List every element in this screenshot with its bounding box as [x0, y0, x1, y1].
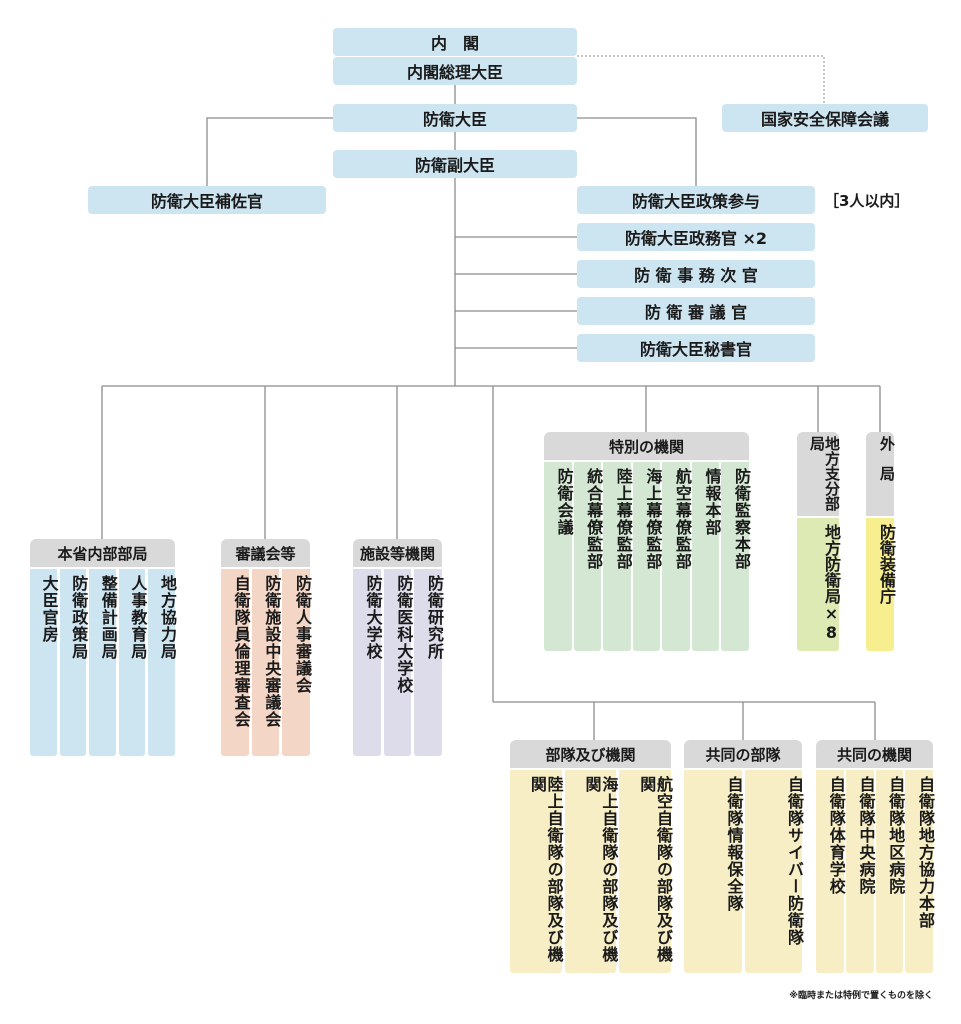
internal-bureau-item: 地方協力局	[148, 569, 177, 756]
admin-vice-box: 防 衛 事 務 次 官	[577, 260, 815, 288]
joint-org-item: 自衛隊体育学校	[816, 770, 846, 973]
special-organ-item: 海上幕僚監部	[632, 462, 662, 651]
secretary-box: 防衛大臣秘書官	[577, 334, 815, 362]
unit-item: 陸上自衛隊の部隊及び機関	[510, 770, 564, 973]
regional-defense-bureau: 地方防衛局×8	[797, 518, 841, 651]
unit-item: 海上自衛隊の部隊及び機関	[564, 770, 618, 973]
vice-minister-box: 防衛副大臣	[333, 150, 577, 178]
joint-orgs-title: 共同の機関	[816, 740, 933, 768]
atla-box: 防衛装備庁	[866, 518, 896, 651]
joint-org-item: 自衛隊地方協力本部	[905, 770, 935, 973]
special-organs-title: 特別の機関	[544, 432, 749, 460]
joint-org-item: 自衛隊中央病院	[845, 770, 876, 973]
nsc-box: 国家安全保障会議	[722, 104, 928, 132]
joint-units-title: 共同の部隊	[684, 740, 802, 768]
special-organ-item: 航空幕僚監部	[662, 462, 692, 651]
internal-bureau-item: 防衛政策局	[59, 569, 88, 756]
councils-group: 審議会等 自衛隊員倫理審査会 防衛施設中央審議会 防衛人事審議会	[221, 539, 312, 756]
units-title: 部隊及び機関	[510, 740, 671, 768]
regional-bureaus-title: 地方支分部局	[797, 432, 841, 516]
joint-org-item: 自衛隊地区病院	[875, 770, 905, 973]
council-item: 防衛人事審議会	[282, 569, 312, 756]
internal-bureau-item: 大臣官房	[30, 569, 59, 756]
facility-item: 防衛大学校	[353, 569, 383, 756]
aide-box: 防衛大臣補佐官	[88, 186, 326, 214]
facility-item: 防衛医科大学校	[383, 569, 413, 756]
footnote: ※臨時または特例で置くものを除く	[789, 991, 933, 1001]
internal-bureau-item: 整備計画局	[89, 569, 118, 756]
councils-title: 審議会等	[221, 539, 310, 567]
special-organs-group: 特別の機関 防衛会議 統合幕僚監部 陸上幕僚監部 海上幕僚監部 航空幕僚監部 情…	[544, 432, 751, 651]
policy-advisor-note: ［3人以内］	[824, 192, 910, 210]
joint-unit-item: 自衛隊情報保全隊	[684, 770, 744, 973]
facilities-title: 施設等機関	[353, 539, 442, 567]
units-group: 部隊及び機関 陸上自衛隊の部隊及び機関 海上自衛隊の部隊及び機関 航空自衛隊の部…	[510, 740, 673, 973]
minister-box: 防衛大臣	[333, 104, 577, 132]
council-item: 自衛隊員倫理審査会	[221, 569, 251, 756]
cabinet-box: 内 閣	[333, 28, 577, 56]
unit-item: 航空自衛隊の部隊及び機関	[619, 770, 673, 973]
council-item: 防衛施設中央審議会	[251, 569, 281, 756]
internal-bureau-item: 人事教育局	[118, 569, 147, 756]
facilities-group: 施設等機関 防衛大学校 防衛医科大学校 防衛研究所	[353, 539, 444, 756]
special-organ-item: 情報本部	[691, 462, 721, 651]
prime-minister-box: 内閣総理大臣	[333, 57, 577, 85]
special-organ-item: 防衛監察本部	[721, 462, 751, 651]
parliamentary-vice-box: 防衛大臣政務官 ×2	[577, 223, 815, 251]
external-agency-title: 外 局	[866, 432, 896, 516]
facility-item: 防衛研究所	[414, 569, 444, 756]
joint-orgs-group: 共同の機関 自衛隊体育学校 自衛隊中央病院 自衛隊地区病院 自衛隊地方協力本部	[816, 740, 935, 973]
joint-unit-item: 自衛隊サイバー防衛隊	[744, 770, 804, 973]
internal-bureaus-group: 本省内部部局 大臣官房 防衛政策局 整備計画局 人事教育局 地方協力局	[30, 539, 177, 756]
policy-advisor-box: 防衛大臣政策参与	[577, 186, 815, 214]
councillor-box: 防 衛 審 議 官	[577, 297, 815, 325]
special-organ-item: 統合幕僚監部	[573, 462, 603, 651]
special-organ-item: 防衛会議	[544, 462, 574, 651]
special-organ-item: 陸上幕僚監部	[603, 462, 633, 651]
joint-units-group: 共同の部隊 自衛隊情報保全隊 自衛隊サイバー防衛隊	[684, 740, 804, 973]
internal-bureaus-title: 本省内部部局	[30, 539, 175, 567]
